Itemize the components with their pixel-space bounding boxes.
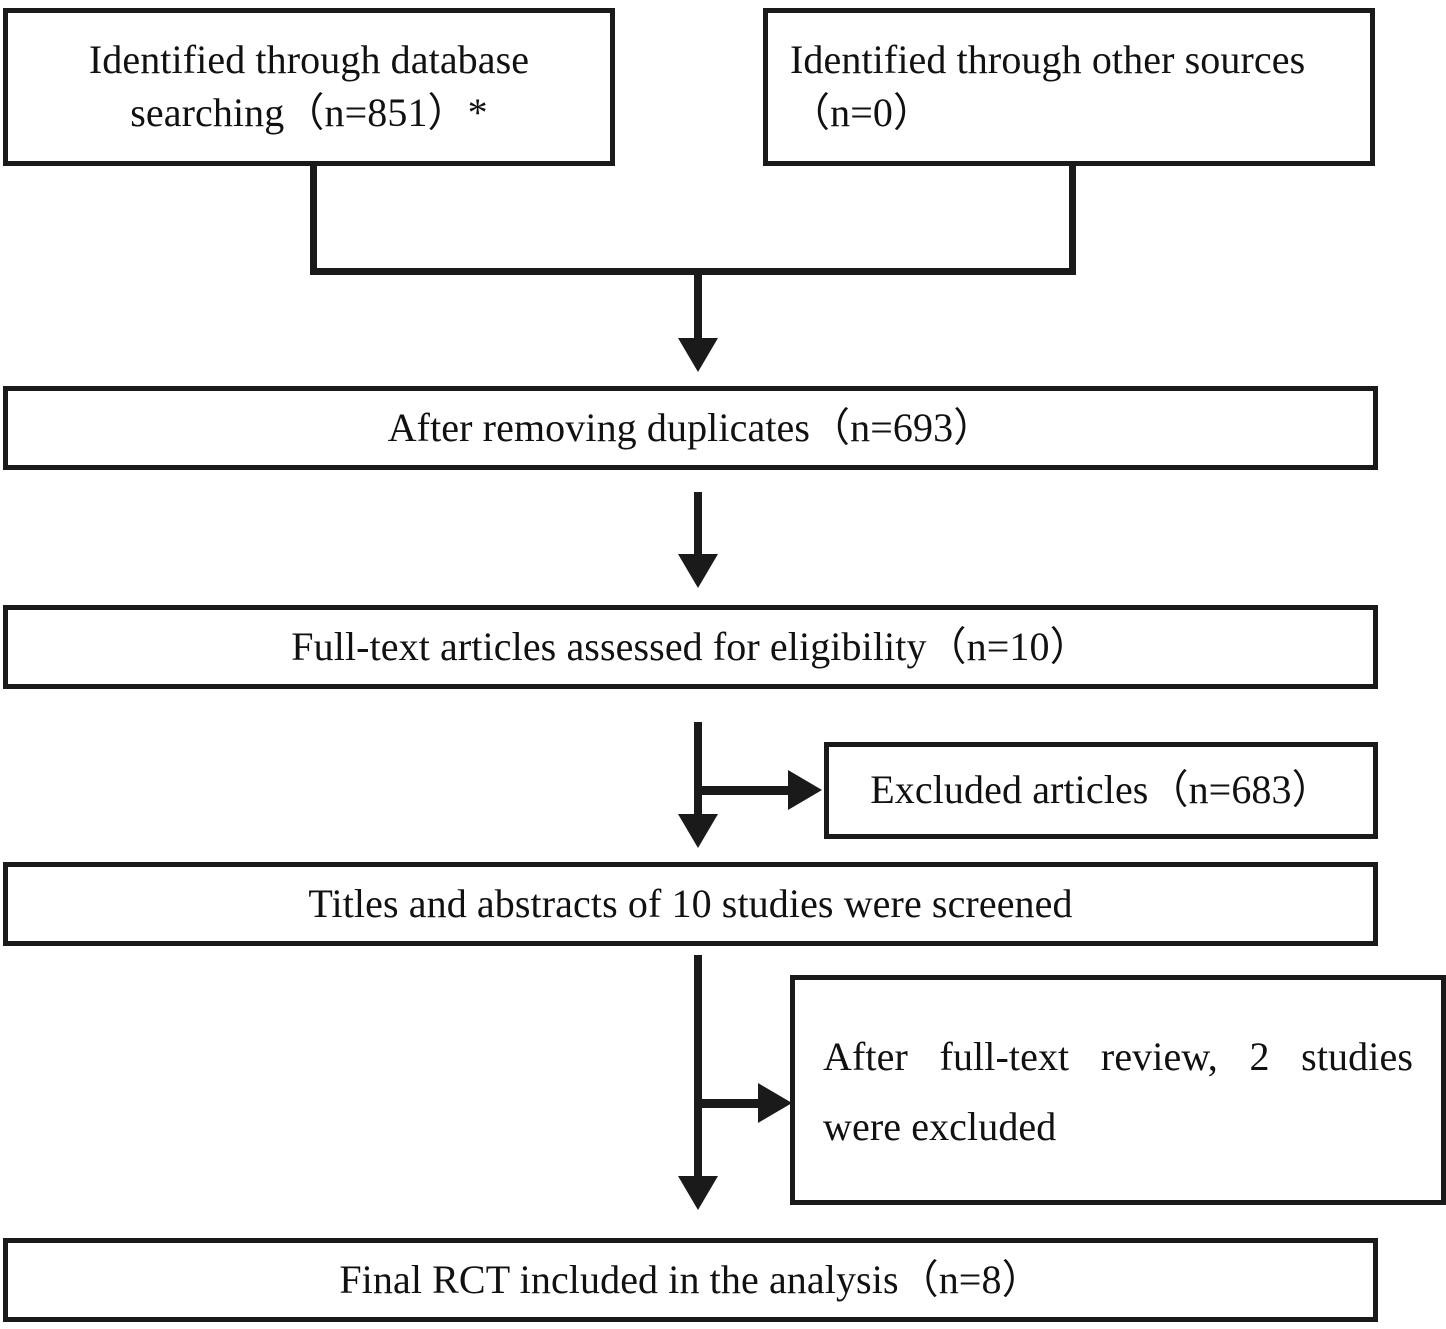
- box-after-removing-duplicates-label: After removing duplicates（n=693）: [387, 404, 994, 450]
- box-database-searching-label: Identified through database searching（n=…: [88, 37, 530, 135]
- box-excluded-articles: Excluded articles（n=683）: [824, 742, 1378, 839]
- connector-screened-down: [694, 955, 702, 1180]
- connector-fulltext-down: [694, 722, 702, 818]
- arrowhead-to-final-rct: [678, 1176, 718, 1210]
- box-other-sources-label: Identified through other sources （n=0）: [790, 37, 1306, 135]
- box-after-full-text-review-label: After full-text review, 2 studies were e…: [823, 1034, 1413, 1149]
- arrowhead-to-duplicates: [678, 338, 718, 372]
- box-titles-abstracts-screened: Titles and abstracts of 10 studies were …: [3, 862, 1378, 946]
- arrowhead-to-fulltext: [678, 554, 718, 588]
- box-titles-abstracts-screened-label: Titles and abstracts of 10 studies were …: [308, 880, 1073, 926]
- connector-fulltext-branch-right: [694, 786, 792, 795]
- box-after-removing-duplicates: After removing duplicates（n=693）: [3, 386, 1378, 470]
- connector-duplicates-to-fulltext: [694, 492, 702, 558]
- box-other-sources: Identified through other sources （n=0）: [763, 8, 1375, 166]
- connector-merge-bar: [310, 268, 1076, 275]
- box-final-rct-included: Final RCT included in the analysis（n=8）: [3, 1238, 1378, 1322]
- box-full-text-assessed: Full-text articles assessed for eligibil…: [3, 605, 1378, 689]
- box-database-searching: Identified through database searching（n=…: [3, 8, 615, 166]
- box-after-full-text-review: After full-text review, 2 studies were e…: [790, 975, 1446, 1205]
- connector-right-drop: [1069, 164, 1076, 274]
- connector-left-drop: [310, 164, 317, 274]
- arrowhead-to-excluded-articles: [788, 770, 822, 810]
- connector-screened-branch-right: [694, 1099, 762, 1108]
- box-full-text-assessed-label: Full-text articles assessed for eligibil…: [291, 623, 1090, 669]
- box-excluded-articles-label: Excluded articles（n=683）: [870, 767, 1332, 813]
- connector-merge-stem: [694, 268, 702, 340]
- arrowhead-to-after-full-text-review: [758, 1083, 792, 1123]
- box-final-rct-included-label: Final RCT included in the analysis（n=8）: [339, 1256, 1042, 1302]
- arrowhead-to-screened: [678, 814, 718, 848]
